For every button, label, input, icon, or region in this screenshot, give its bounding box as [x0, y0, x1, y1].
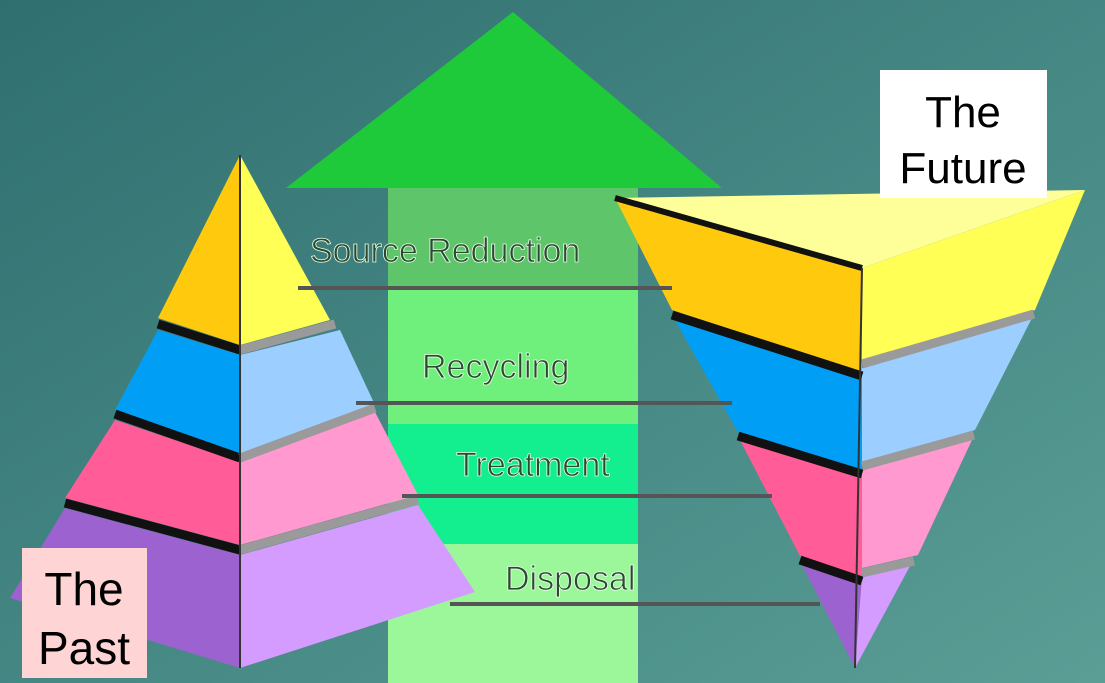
future-label-box [880, 70, 1047, 198]
connector-lines [298, 286, 820, 606]
future-layer-yellow-right [862, 190, 1085, 360]
hierarchy-arrow [286, 12, 722, 683]
future-layer-blue-left [675, 320, 862, 470]
arrow-head [286, 12, 722, 188]
past-label: The Past [22, 548, 147, 678]
label-treatment: Treatment [456, 446, 610, 484]
past-separator-light [238, 319, 337, 355]
past-layer-yellow-left [158, 155, 240, 345]
past-layer-pink-right [240, 412, 418, 545]
future-layer-purple-right [855, 566, 910, 668]
label-source-reduction: Source Reduction [310, 232, 580, 270]
label-disposal: Disposal [505, 560, 635, 598]
past-label-box [22, 548, 147, 678]
future-layer-blue-right [862, 318, 1032, 462]
arrow-band-source-reduction [388, 188, 638, 288]
past-layer-blue-right [240, 330, 375, 455]
future-separator-light [860, 556, 916, 578]
future-separator-light [860, 309, 1036, 369]
future-separator-dark [736, 431, 864, 479]
future-label-line1: The [925, 88, 1001, 137]
future-layer-pink-right [862, 440, 972, 568]
past-separator-dark [113, 409, 242, 463]
past-label-line1: The [44, 563, 123, 615]
past-layer-blue-left [115, 330, 240, 455]
future-separator-dark [614, 195, 863, 271]
future-pyramid-edge [854, 267, 863, 669]
future-separator-dark [798, 555, 864, 586]
future-layer-pink-left [740, 440, 862, 578]
past-layer-purple-right [240, 505, 475, 668]
label-recycling: Recycling [422, 348, 569, 386]
future-separator-light [860, 430, 976, 471]
past-separator-dark [63, 498, 242, 555]
future-label: The Future [880, 70, 1047, 198]
future-label-line2: Future [899, 144, 1026, 193]
future-pyramid [614, 190, 1085, 669]
past-layer-yellow-right [240, 155, 330, 345]
future-layer-yellow-left [615, 198, 862, 372]
future-separator-dark [670, 310, 864, 381]
future-top-face [615, 190, 1085, 268]
past-layer-pink-left [65, 420, 240, 545]
past-label-line2: Past [38, 622, 130, 674]
past-separator-dark [156, 319, 242, 355]
past-separator-light [238, 403, 377, 463]
past-separator-light [238, 495, 420, 555]
future-layer-purple-left [802, 565, 862, 668]
